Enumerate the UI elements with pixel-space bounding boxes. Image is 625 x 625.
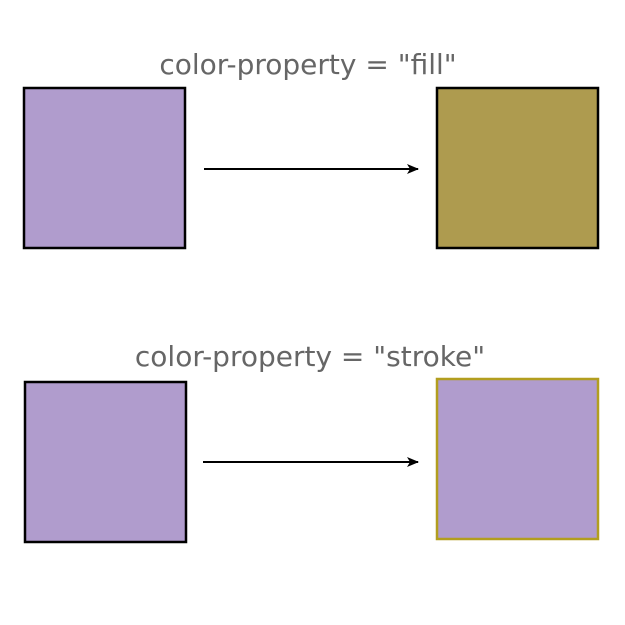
panel-fill-caption: color-property = "fill" — [159, 48, 456, 81]
panel-fill-before-square — [22, 86, 187, 250]
panel-stroke: color-property = "stroke" — [23, 340, 600, 544]
panel-fill-after-square — [435, 86, 600, 250]
panel-fill: color-property = "fill" — [22, 48, 600, 250]
panel-stroke-after-square — [435, 377, 600, 541]
panel-stroke-before-square — [23, 380, 188, 544]
panel-stroke-caption: color-property = "stroke" — [135, 340, 485, 373]
